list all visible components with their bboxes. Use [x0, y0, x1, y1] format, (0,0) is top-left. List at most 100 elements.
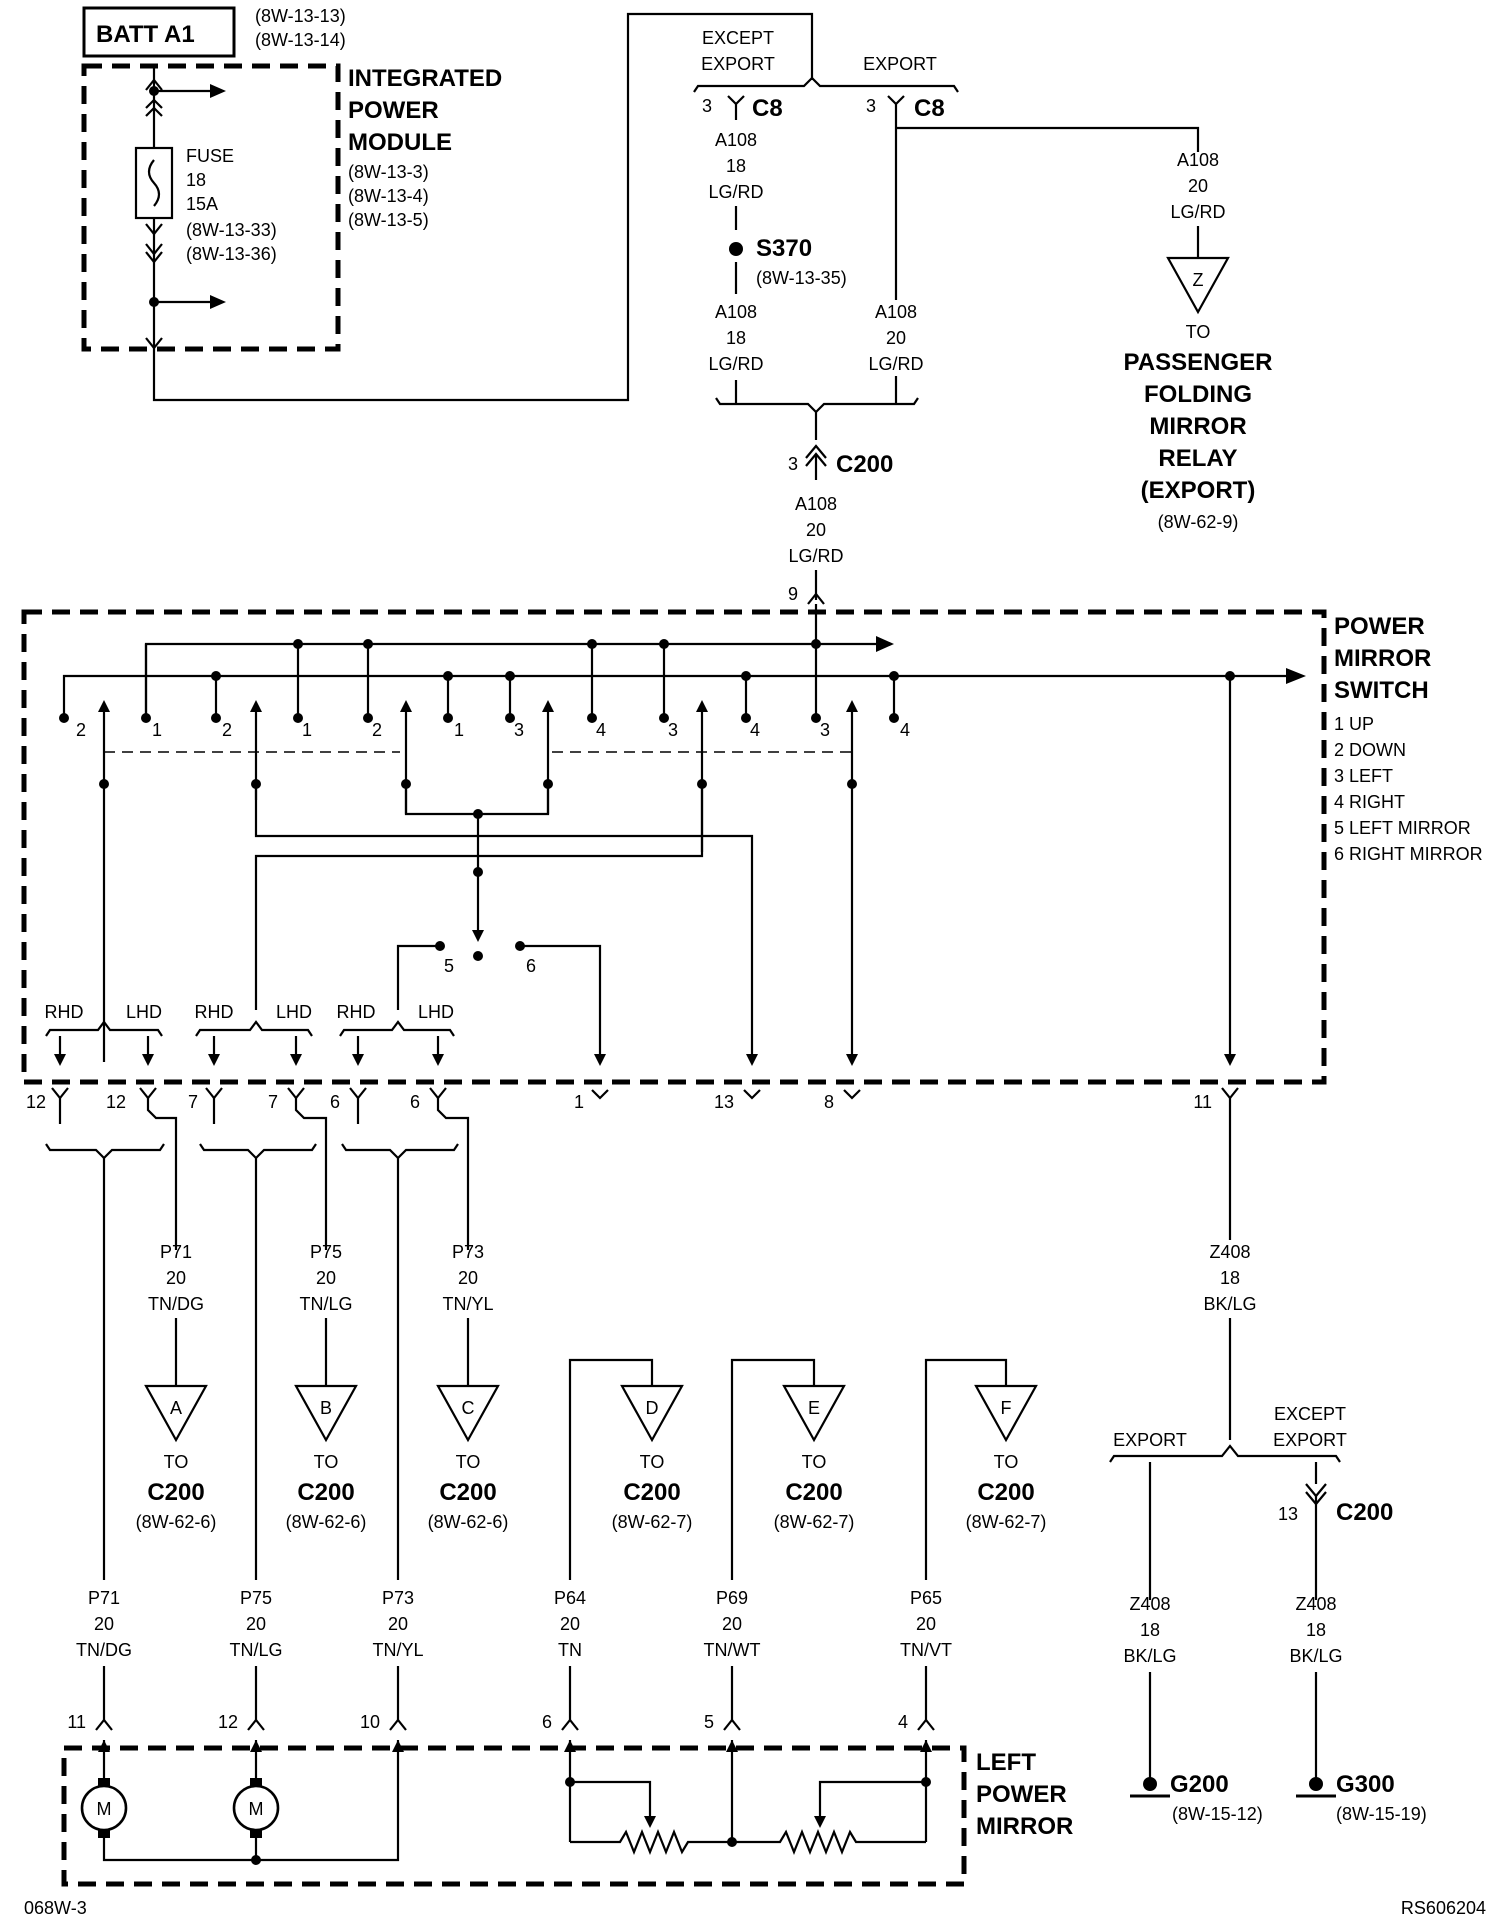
c8-connectors: EXCEPT EXPORT EXPORT 3 C8 3 C8 — [693, 28, 1200, 380]
switch-legend: 5 LEFT MIRROR — [1334, 818, 1471, 838]
svg-text:20: 20 — [458, 1268, 478, 1288]
svg-text:TN/WT: TN/WT — [704, 1640, 761, 1660]
svg-text:LG/RD: LG/RD — [708, 354, 763, 374]
svg-text:20: 20 — [166, 1268, 186, 1288]
switch-contacts: 2 1 2 1 2 1 3 4 3 4 3 4 — [59, 713, 910, 740]
a108-left-chain: A108 18 LG/RD S370 (8W-13-35) A108 18 LG… — [708, 130, 847, 404]
mirror-title: POWER — [976, 1781, 1067, 1808]
offpage-f: F TO C200 (8W-62-7) — [966, 1384, 1047, 1532]
s370-name: S370 — [756, 235, 812, 262]
svg-text:LHD: LHD — [126, 1002, 162, 1022]
svg-text:BK/LG: BK/LG — [1123, 1646, 1176, 1666]
switch-legend: 1 UP — [1334, 714, 1374, 734]
svg-text:TN: TN — [558, 1640, 582, 1660]
svg-text:LHD: LHD — [276, 1002, 312, 1022]
footer-right: RS606204 — [1401, 1898, 1486, 1918]
svg-text:D: D — [646, 1398, 659, 1418]
svg-text:P69: P69 — [716, 1588, 748, 1608]
svg-text:20: 20 — [388, 1614, 408, 1634]
svg-text:TO: TO — [164, 1452, 189, 1472]
svg-text:TO: TO — [994, 1452, 1019, 1472]
ground-icon — [1309, 1777, 1323, 1791]
svg-text:TO: TO — [640, 1452, 665, 1472]
svg-text:6: 6 — [410, 1092, 420, 1112]
offpage-triangle-icon — [436, 1384, 500, 1443]
feed-wire — [152, 12, 814, 402]
svg-text:P71: P71 — [160, 1242, 192, 1262]
svg-text:20: 20 — [246, 1614, 266, 1634]
svg-text:18: 18 — [726, 156, 746, 176]
potentiometer-icon — [732, 1829, 926, 1855]
svg-text:2: 2 — [372, 720, 382, 740]
svg-text:P73: P73 — [452, 1242, 484, 1262]
mirror-wire-labels: P71 20 TN/DG P75 20 TN/LG P73 20 TN/YL P… — [70, 1584, 962, 1720]
fuse-label: 15A — [186, 194, 218, 214]
svg-text:(8W-62-7): (8W-62-7) — [612, 1512, 693, 1532]
svg-text:P65: P65 — [910, 1588, 942, 1608]
c200-pin: 3 — [788, 454, 798, 474]
svg-text:10: 10 — [360, 1712, 380, 1732]
svg-text:TO: TO — [314, 1452, 339, 1472]
svg-text:C200: C200 — [623, 1479, 680, 1506]
footer-left: 068W-3 — [24, 1898, 87, 1918]
offpage-b: B TO C200 (8W-62-6) — [286, 1384, 366, 1532]
potentiometer-icon — [570, 1829, 732, 1855]
svg-text:3: 3 — [820, 720, 830, 740]
offpage-a: A TO C200 (8W-62-6) — [136, 1384, 216, 1532]
svg-text:C200: C200 — [1336, 1499, 1393, 1526]
offpage-triangle-icon — [782, 1384, 846, 1443]
svg-text:13: 13 — [1278, 1504, 1298, 1524]
svg-text:12: 12 — [218, 1712, 238, 1732]
svg-text:TN/DG: TN/DG — [148, 1294, 204, 1314]
svg-text:6: 6 — [542, 1712, 552, 1732]
svg-text:20: 20 — [886, 328, 906, 348]
ground-section: Z408 18 BK/LG EXPORT EXCEPT EXPORT 13 C2… — [1109, 1242, 1427, 1824]
svg-text:18: 18 — [726, 328, 746, 348]
offpage-triangle-icon — [620, 1384, 684, 1443]
offpage-triangle-icon — [294, 1384, 358, 1443]
c8-pin: 3 — [702, 96, 712, 116]
left-power-mirror: LEFT POWER MIRROR 11 12 10 6 5 4 M M — [61, 1712, 1073, 1887]
svg-text:11: 11 — [67, 1712, 86, 1732]
svg-text:5: 5 — [704, 1712, 714, 1732]
arrow-icon — [876, 636, 894, 652]
svg-text:(8W-62-6): (8W-62-6) — [428, 1512, 509, 1532]
svg-text:1: 1 — [454, 720, 464, 740]
svg-text:A: A — [170, 1398, 182, 1418]
svg-text:P75: P75 — [240, 1588, 272, 1608]
svg-text:A108: A108 — [795, 494, 837, 514]
switch-title: SWITCH — [1334, 677, 1429, 704]
svg-text:(8W-62-7): (8W-62-7) — [966, 1512, 1047, 1532]
svg-text:A108: A108 — [1177, 150, 1219, 170]
arrow-icon — [1286, 668, 1306, 684]
relay-branch: A108 20 LG/RD Z TO PASSENGER FOLDING MIR… — [1124, 150, 1273, 532]
svg-text:P73: P73 — [382, 1588, 414, 1608]
c200-name: C200 — [836, 451, 893, 478]
svg-text:LG/RD: LG/RD — [1170, 202, 1225, 222]
svg-text:20: 20 — [722, 1614, 742, 1634]
mirror-title: MIRROR — [976, 1813, 1073, 1840]
svg-text:RHD: RHD — [195, 1002, 234, 1022]
svg-text:TN/LG: TN/LG — [299, 1294, 352, 1314]
svg-text:A108: A108 — [875, 302, 917, 322]
svg-text:LG/RD: LG/RD — [788, 546, 843, 566]
batt-label: BATT A1 — [96, 21, 195, 48]
arrow-icon — [210, 84, 226, 98]
svg-text:TN/VT: TN/VT — [900, 1640, 952, 1660]
svg-text:20: 20 — [94, 1614, 114, 1634]
svg-text:20: 20 — [916, 1614, 936, 1634]
svg-text:TN/YL: TN/YL — [372, 1640, 423, 1660]
offpage-triangle-icon — [144, 1384, 208, 1443]
svg-text:C: C — [462, 1398, 475, 1418]
switch-arms: 5 6 — [98, 676, 1232, 1062]
svg-text:TN/YL: TN/YL — [442, 1294, 493, 1314]
svg-text:C200: C200 — [439, 1479, 496, 1506]
svg-text:12: 12 — [106, 1092, 126, 1112]
rhd-lhd-selectors: RHD LHD RHD LHD RHD LHD — [45, 1002, 1236, 1066]
svg-text:18: 18 — [1140, 1620, 1160, 1640]
svg-text:C200: C200 — [785, 1479, 842, 1506]
svg-text:C200: C200 — [977, 1479, 1034, 1506]
svg-text:F: F — [1001, 1398, 1012, 1418]
switch-pin-in: 9 — [788, 584, 798, 604]
s370-ref: (8W-13-35) — [756, 268, 847, 288]
